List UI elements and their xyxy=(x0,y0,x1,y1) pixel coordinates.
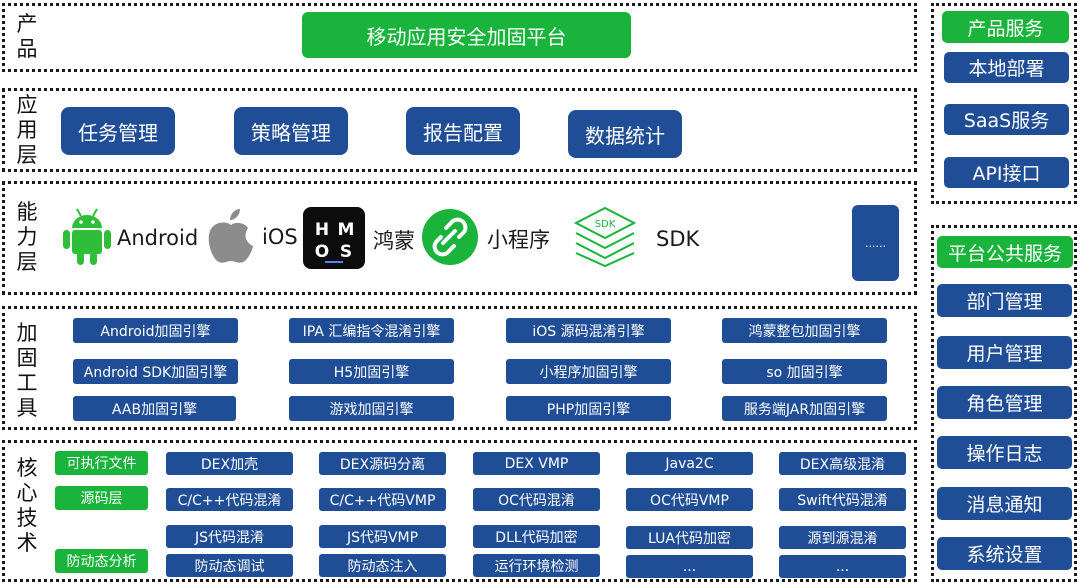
core-cpp-obfuscation[interactable]: C/C++代码混淆 xyxy=(166,488,293,511)
core-anti-debug[interactable]: 防动态调试 xyxy=(166,554,293,577)
task-management-button[interactable]: 任务管理 xyxy=(61,107,175,155)
data-statistics-button[interactable]: 数据统计 xyxy=(568,110,682,158)
message-notification-button[interactable]: 消息通知 xyxy=(937,487,1072,520)
tools-layer-label: 加 固 工 具 xyxy=(16,321,38,420)
platform-services-title: 平台公共服务 xyxy=(937,236,1073,268)
core-lua-encryption[interactable]: LUA代码加密 xyxy=(626,526,753,549)
ios-label: iOS xyxy=(262,225,298,249)
core-dex-vmp[interactable]: DEX VMP xyxy=(473,452,600,475)
sdk-item[interactable]: SDK SDK xyxy=(572,206,700,272)
operation-log-button[interactable]: 操作日志 xyxy=(937,436,1072,469)
core-more-2[interactable]: ... xyxy=(779,555,906,578)
core-dll-encryption[interactable]: DLL代码加密 xyxy=(473,525,600,548)
role-management-button[interactable]: 角色管理 xyxy=(937,386,1072,419)
product-services-panel xyxy=(931,3,1077,204)
application-layer xyxy=(2,88,917,172)
mini-program-item[interactable]: 小程序 xyxy=(421,209,550,269)
svg-text:M: M xyxy=(338,220,355,240)
report-config-button[interactable]: 报告配置 xyxy=(406,107,520,155)
tool-harmony-engine[interactable]: 鸿蒙整包加固引擎 xyxy=(722,318,887,343)
core-tech-label: 核 心 技 术 xyxy=(16,456,38,555)
user-management-button[interactable]: 用户管理 xyxy=(937,336,1072,369)
core-swift-obfuscation[interactable]: Swift代码混淆 xyxy=(779,488,906,511)
core-js-vmp[interactable]: JS代码VMP xyxy=(319,525,446,548)
api-interface-button[interactable]: API接口 xyxy=(944,157,1069,188)
link-icon xyxy=(421,208,479,270)
hmos-icon: H M O S xyxy=(303,207,365,273)
tag-anti-dynamic: 防动态分析 xyxy=(55,549,148,573)
core-dex-advanced-obfuscation[interactable]: DEX高级混淆 xyxy=(779,452,906,475)
svg-text:SDK: SDK xyxy=(595,219,616,230)
product-layer xyxy=(2,3,917,72)
android-label: Android xyxy=(117,226,199,250)
product-label: 产 品 xyxy=(16,12,38,61)
android-item[interactable]: Android xyxy=(62,208,198,268)
core-source-to-source[interactable]: 源到源混淆 xyxy=(779,526,906,549)
core-oc-vmp[interactable]: OC代码VMP xyxy=(626,488,753,511)
tag-source: 源码层 xyxy=(55,486,148,510)
tool-h5-engine[interactable]: H5加固引擎 xyxy=(289,359,454,384)
apple-icon xyxy=(206,205,256,269)
svg-text:H: H xyxy=(315,220,329,240)
core-js-obfuscation[interactable]: JS代码混淆 xyxy=(166,525,293,548)
core-anti-injection[interactable]: 防动态注入 xyxy=(319,554,446,577)
application-layer-label: 应 用 层 xyxy=(16,93,38,167)
core-oc-obfuscation[interactable]: OC代码混淆 xyxy=(473,488,600,511)
tools-layer xyxy=(2,306,917,430)
core-dex-source-split[interactable]: DEX源码分离 xyxy=(319,452,446,475)
more-capabilities-button[interactable]: ...... xyxy=(852,205,899,281)
tool-jar-engine[interactable]: 服务端JAR加固引擎 xyxy=(722,396,887,421)
tool-ipa-engine[interactable]: IPA 汇编指令混淆引擎 xyxy=(289,318,454,343)
product-services-title: 产品服务 xyxy=(942,11,1069,43)
core-cpp-vmp[interactable]: C/C++代码VMP xyxy=(319,488,446,511)
product-title[interactable]: 移动应用安全加固平台 xyxy=(302,12,631,58)
tool-android-sdk-engine[interactable]: Android SDK加固引擎 xyxy=(73,359,238,384)
ios-item[interactable]: iOS xyxy=(206,207,298,267)
tool-so-engine[interactable]: so 加固引擎 xyxy=(722,359,887,384)
department-management-button[interactable]: 部门管理 xyxy=(937,284,1072,317)
core-more-1[interactable]: ... xyxy=(626,555,753,578)
tool-aab-engine[interactable]: AAB加固引擎 xyxy=(73,396,236,421)
svg-text:O: O xyxy=(315,242,329,262)
svg-text:S: S xyxy=(340,242,352,262)
sdk-icon: SDK xyxy=(572,206,638,272)
hmos-item[interactable]: H M O S 鸿蒙 xyxy=(303,207,415,273)
tool-ios-engine[interactable]: iOS 源码混淆引擎 xyxy=(506,318,671,343)
capability-layer xyxy=(2,181,917,295)
tool-game-engine[interactable]: 游戏加固引擎 xyxy=(289,396,454,421)
core-env-detection[interactable]: 运行环境检测 xyxy=(473,554,600,577)
sdk-label: SDK xyxy=(656,227,700,251)
android-icon xyxy=(62,206,112,270)
core-dex-shell[interactable]: DEX加壳 xyxy=(166,452,293,475)
tool-mini-program-engine[interactable]: 小程序加固引擎 xyxy=(506,359,671,384)
core-tech-layer xyxy=(2,440,917,582)
tag-executable: 可执行文件 xyxy=(55,451,148,475)
local-deploy-button[interactable]: 本地部署 xyxy=(944,52,1069,83)
hmos-label: 鸿蒙 xyxy=(373,229,415,253)
tool-android-engine[interactable]: Android加固引擎 xyxy=(73,318,238,343)
saas-service-button[interactable]: SaaS服务 xyxy=(944,104,1069,135)
mini-program-label: 小程序 xyxy=(487,228,550,252)
capability-layer-label: 能 力 层 xyxy=(16,200,38,274)
policy-management-button[interactable]: 策略管理 xyxy=(234,107,348,155)
system-settings-button[interactable]: 系统设置 xyxy=(937,537,1072,570)
platform-services-panel xyxy=(931,225,1077,582)
core-java2c[interactable]: Java2C xyxy=(626,452,753,475)
tool-php-engine[interactable]: PHP加固引擎 xyxy=(506,396,671,421)
